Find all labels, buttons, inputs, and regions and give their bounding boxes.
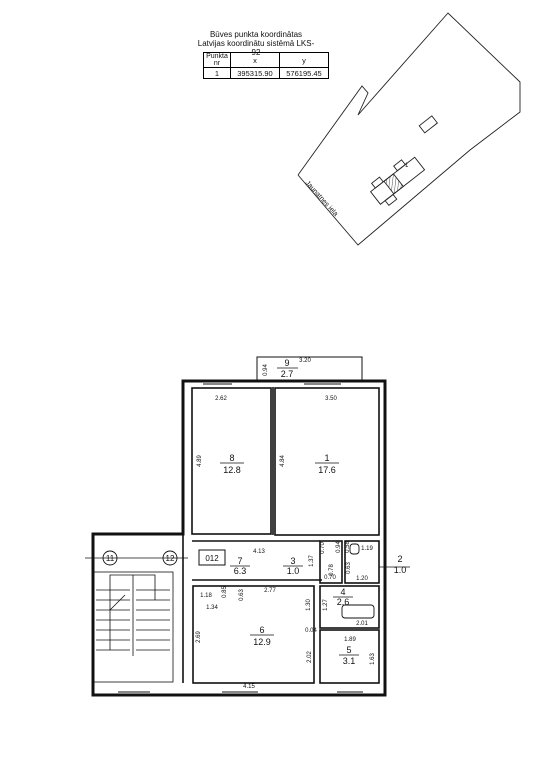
room-number: 5: [346, 645, 351, 655]
dimension-label: 0.85: [222, 586, 228, 598]
dimension-label: 0.70: [324, 575, 336, 581]
building-number: 1: [405, 163, 409, 169]
table-row: 1 395315.90 576195.45: [203, 67, 329, 79]
dimension-label: 1.27: [323, 599, 329, 611]
outer-wall: [91, 379, 387, 697]
dimension-label: 2.62: [215, 396, 227, 402]
dimension-label: 0.63: [346, 562, 352, 574]
apartment-number: 012: [205, 554, 219, 563]
axis-label: 12: [166, 554, 175, 563]
bathtub: [341, 604, 375, 619]
cell-nr: 1: [203, 67, 231, 79]
dimension-label: 0.70: [320, 542, 326, 554]
coordinates-table: Punkta nr x y 1 395315.90 576195.45: [203, 52, 329, 79]
room-number: 1: [324, 453, 329, 463]
windows: [118, 380, 363, 696]
dimension-label: 2.02: [307, 651, 313, 663]
axis-marker-12: [162, 550, 178, 566]
room-number: 8: [229, 453, 234, 463]
dimension-label: 4.89: [197, 455, 203, 467]
room-number: 3: [290, 556, 295, 566]
room-area: 6.3: [234, 566, 247, 576]
dimension-label: 2.01: [356, 621, 368, 627]
dimension-label: 1.20: [356, 576, 368, 582]
cell-x: 395315.90: [230, 67, 280, 79]
dimension-label: 1.34: [206, 605, 218, 611]
room-area: 17.6: [318, 465, 336, 475]
dimension-label: 0.94: [336, 541, 342, 553]
dimension-label: 1.37: [309, 555, 315, 567]
dimension-label: 0.78: [329, 564, 335, 576]
dimension-label: 0.94: [263, 364, 269, 376]
dimension-label: 2.77: [264, 588, 276, 594]
dimension-label: 1.89: [344, 637, 356, 643]
room-area: 1.0: [394, 565, 407, 575]
room-area: 2.6: [337, 597, 350, 607]
room-area: 3.1: [343, 656, 356, 666]
dimension-label: 4.13: [253, 549, 265, 555]
dimension-label: 3.20: [299, 358, 311, 364]
room-area: 12.9: [253, 637, 271, 647]
dimension-label: 0.63: [239, 589, 245, 601]
dimension-label: 1.30: [306, 599, 312, 611]
apartment-number-box: [198, 549, 226, 566]
dimension-label: 2.69: [196, 631, 202, 643]
inner-walls: [182, 387, 380, 684]
dimension-label: 0.04: [305, 628, 317, 634]
dimension-label: 1.19: [361, 546, 373, 552]
dimension-label: 4.15: [243, 684, 255, 690]
room-number: 6: [259, 625, 264, 635]
toilet: [349, 543, 360, 555]
staircase: [92, 571, 174, 683]
parcel-boundary: [297, 12, 521, 246]
axis-label: 11: [106, 554, 115, 563]
main-building: [369, 156, 426, 206]
room-number: 9: [284, 358, 289, 368]
room-number: 4: [340, 587, 345, 597]
room-area: 12.8: [223, 465, 241, 475]
room-area: 1.0: [287, 566, 300, 576]
dimension-label: 0.58: [345, 541, 351, 553]
cell-y: 576195.45: [279, 67, 329, 79]
axis-marker-11: [102, 550, 118, 566]
dimension-label: 3.50: [325, 396, 337, 402]
outbuilding: [418, 115, 439, 134]
coordinates-title: Būves punkta koordinātas: [209, 30, 303, 39]
dimension-label: 4.84: [280, 455, 286, 467]
room-number: 7: [237, 556, 242, 566]
dimension-label: 1.18: [200, 593, 212, 599]
room-area: 2.7: [281, 369, 294, 379]
dimension-label: 1.63: [370, 653, 376, 665]
room-number: 2: [397, 554, 402, 564]
